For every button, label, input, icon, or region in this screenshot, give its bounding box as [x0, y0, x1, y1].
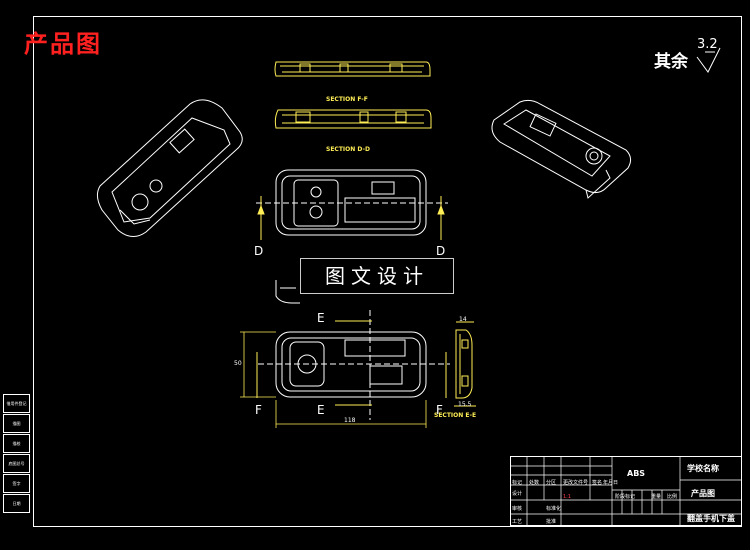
watermark: 图文设计 — [300, 258, 454, 294]
side-cell: 底图总号 — [3, 454, 30, 473]
part-name: 翻盖手机下盖 — [687, 514, 735, 523]
title-block-grid — [510, 456, 742, 526]
side-cell: 描校 — [3, 434, 30, 453]
drawing-name: 产品图 — [691, 489, 715, 498]
bottom-label: 审核 — [512, 506, 523, 512]
isometric-view-right — [491, 99, 632, 199]
side-cell: 描图 — [3, 414, 30, 433]
cut-label-d-right: D — [436, 244, 446, 258]
scale-value: 1:1 — [563, 494, 572, 500]
cut-label-d-left: D — [254, 244, 264, 258]
section-d-d-view — [274, 109, 432, 129]
bottom-label: 设计 — [512, 491, 523, 497]
row-label: 分区 — [546, 480, 557, 486]
mid-label: 重量 — [651, 494, 662, 500]
row-label: 更改文件号 — [563, 480, 589, 486]
cut-label-f-right: F — [436, 403, 443, 417]
dimension-thickness-top: 14 — [459, 316, 467, 323]
roughness-value: 3.2 — [697, 37, 718, 52]
drawing-frame — [33, 16, 742, 527]
mid-label: 阶段标记 — [615, 494, 636, 500]
bottom-label: 工艺 — [512, 519, 523, 525]
school-name: 学校名称 — [687, 464, 719, 473]
dimension-lines — [240, 331, 427, 428]
cut-label-e-top: E — [317, 311, 325, 325]
plan-view-bottom — [258, 310, 450, 420]
section-f-f-label: SECTION F-F — [326, 96, 368, 103]
side-cell: 借用件登记 — [3, 394, 30, 413]
d-d-cut-arrows — [257, 196, 445, 240]
title-block: ABS 学校名称 产品图 翻盖手机下盖 1:1 标记 处数 分区 更改文件号 签… — [510, 456, 742, 526]
side-table: 借用件登记 描图 描校 底图总号 签字 日期 — [0, 394, 33, 524]
page-title: 产品图 — [24, 30, 102, 58]
roughness-remark: 其余 — [654, 52, 688, 72]
roughness-symbol-icon — [696, 47, 721, 73]
section-e-e-label: SECTION E-E — [434, 412, 477, 419]
row-label: 标记 — [512, 480, 523, 486]
bottom-label: 批准 — [546, 519, 557, 525]
cut-label-f-left: F — [255, 403, 262, 417]
bottom-label: 标准化 — [546, 506, 562, 512]
cut-label-e-bottom: E — [317, 403, 325, 417]
e-f-cut-arrows — [256, 320, 447, 406]
side-cell: 日期 — [3, 494, 30, 513]
section-d-d-label: SECTION D-D — [326, 146, 370, 153]
row-label: 年月日 — [603, 480, 619, 486]
dimension-thickness-bottom: 15.5 — [458, 401, 472, 408]
dimension-height: 50 — [234, 360, 242, 367]
row-label: 签名 — [592, 480, 603, 486]
partial-view — [275, 280, 300, 304]
isometric-view-left — [96, 99, 243, 237]
side-cell: 签字 — [3, 474, 30, 493]
section-f-f-view — [274, 61, 431, 77]
plan-view-top — [256, 169, 448, 236]
section-e-e-view — [454, 321, 476, 407]
mid-label: 比例 — [667, 494, 678, 500]
row-label: 处数 — [529, 480, 540, 486]
material-text: ABS — [627, 469, 646, 478]
dimension-width: 118 — [344, 417, 356, 424]
